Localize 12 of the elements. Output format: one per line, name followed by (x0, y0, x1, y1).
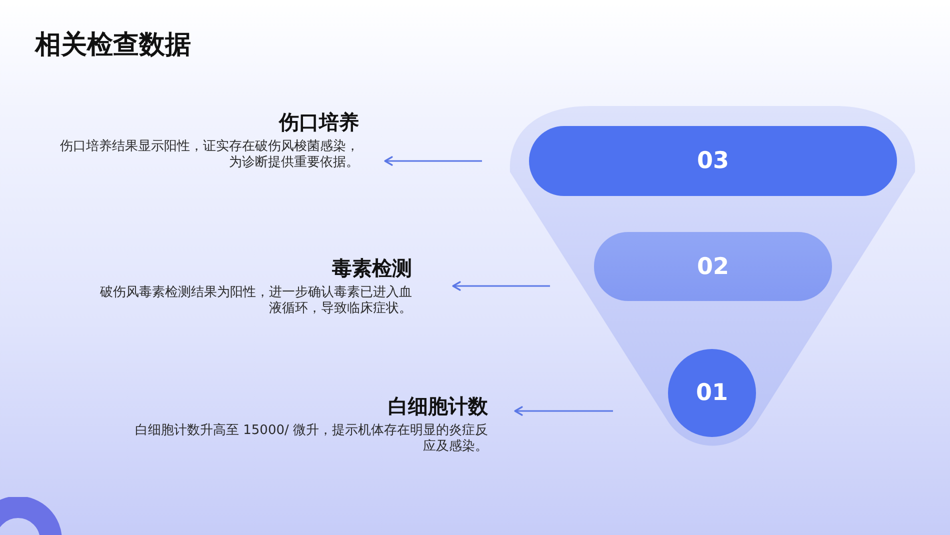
arrow (452, 281, 550, 291)
heading: 白细胞计数 (388, 393, 488, 420)
description-text: 破伤风毒素检测结果为阳性，进一步确认毒素已进入血液循环，导致临床症状。 (99, 285, 412, 317)
slide-title: 相关检查数据 (35, 29, 191, 62)
description-text: 白细胞计数升高至 15000/ 微升，提示机体存在明显的炎症反应及感染。 (134, 423, 488, 455)
arrow (514, 406, 613, 416)
description-text: 伤口培养结果显示阳性，证实存在破伤风梭菌感染，为诊断提供重要依据。 (59, 139, 359, 171)
heading: 毒素检测 (332, 255, 412, 282)
arrow (384, 156, 482, 166)
step-pill: 02 (594, 232, 832, 301)
step-pill: 03 (529, 126, 897, 196)
heading: 伤口培养 (279, 109, 359, 136)
